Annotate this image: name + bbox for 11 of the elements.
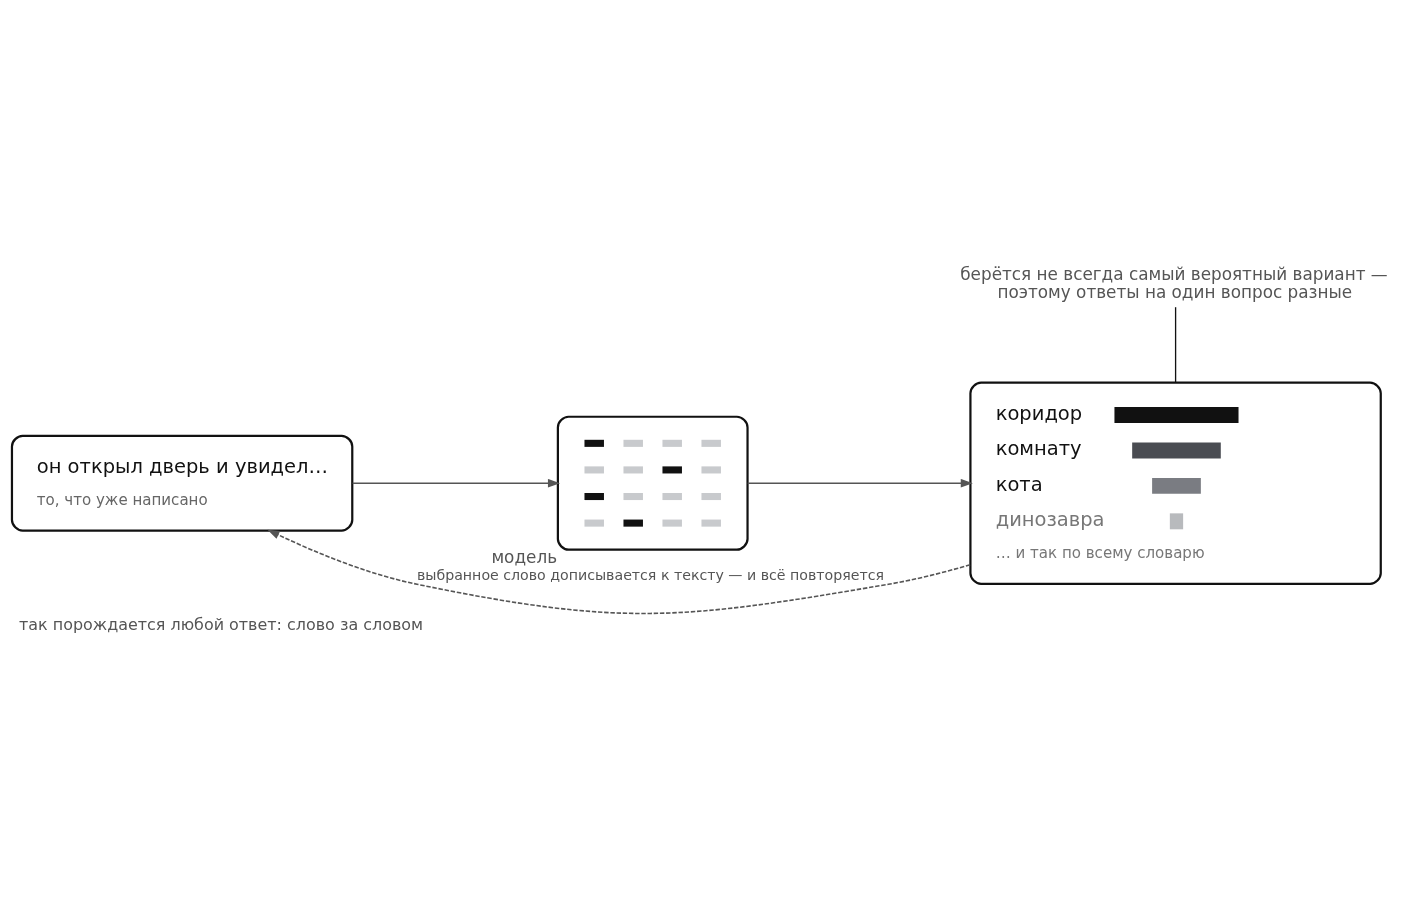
caption: так порождается любой ответ: слово за словом — [19, 614, 424, 634]
arrow — [267, 529, 971, 614]
node-box: он открыл дверь и увидел… то, что уже написано — [10, 434, 354, 532]
node-label: модель — [491, 546, 558, 567]
node-box: коридор комнату кота динозавра … и так по всему словарю — [969, 381, 1382, 585]
node-text: берётся не всегда самый вероятный вариант — поэтому ответы на один вопрос разные — [960, 263, 1388, 302]
connector — [1174, 306, 1177, 383]
node-box — [556, 415, 749, 551]
arrow — [351, 478, 561, 487]
edge-label: выбранное слово дописывается к тексту — и всё повторяется — [416, 566, 884, 583]
arrow — [746, 478, 973, 487]
